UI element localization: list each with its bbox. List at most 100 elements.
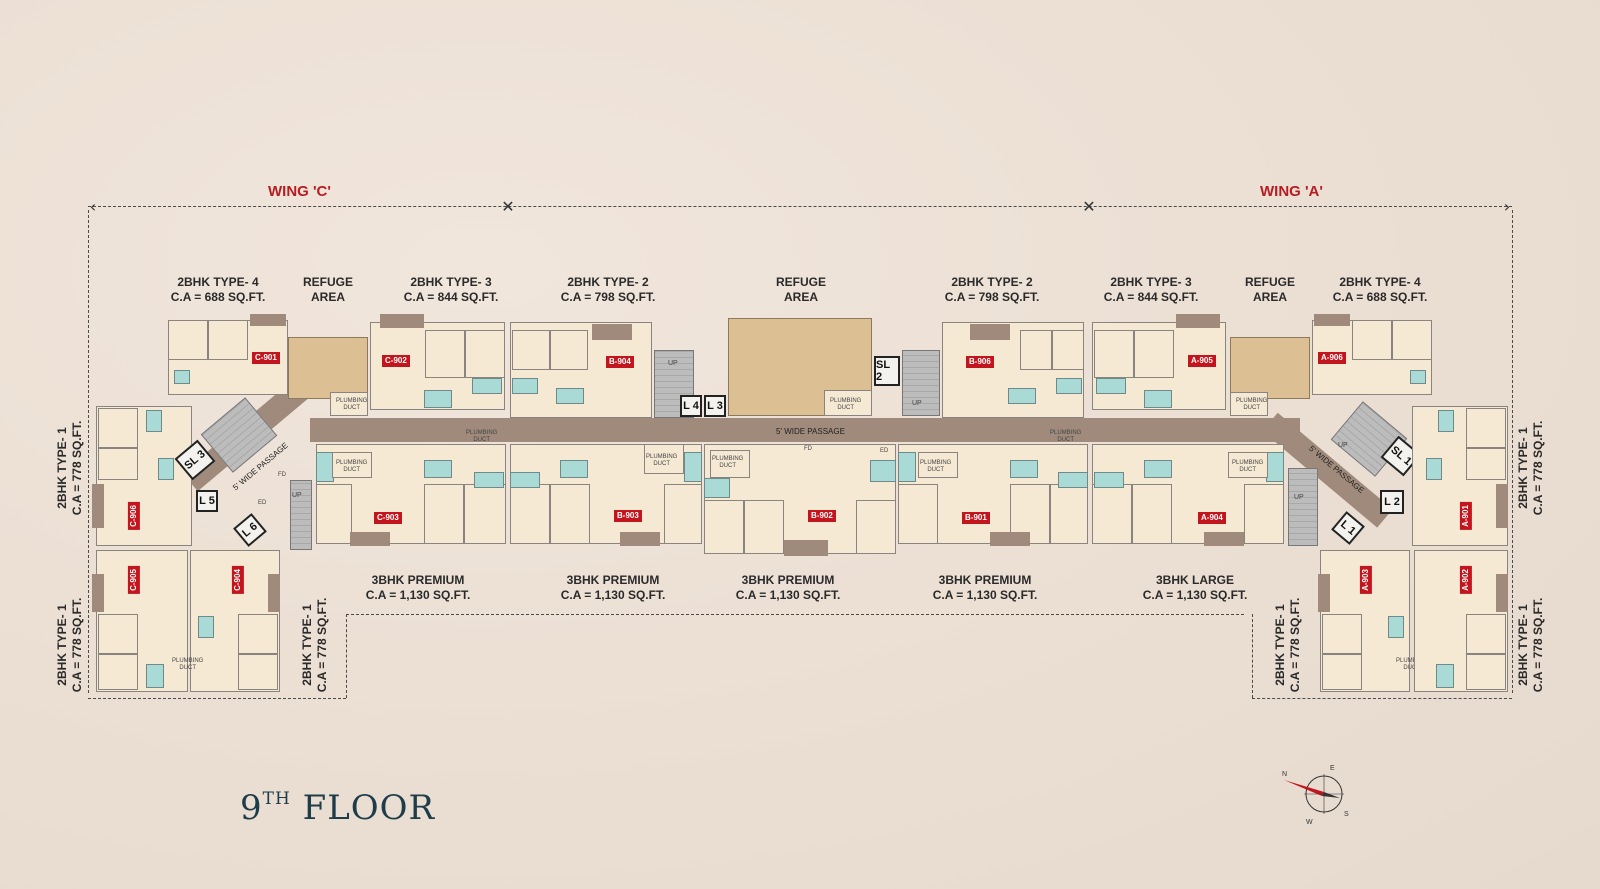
unit-tag-b-903: B-903 bbox=[614, 510, 642, 522]
unit-tag-c-904: C-904 bbox=[231, 566, 244, 594]
passage-label: 5' WIDE PASSAGE bbox=[776, 427, 845, 436]
room bbox=[208, 320, 248, 360]
bathroom bbox=[1426, 458, 1442, 480]
bathroom bbox=[1436, 664, 1454, 688]
plumbing-duct-room bbox=[330, 392, 368, 416]
unit-tag-b-906: B-906 bbox=[966, 356, 994, 368]
bathroom bbox=[704, 478, 730, 498]
bathroom bbox=[198, 616, 214, 638]
lift-l2: L 2 bbox=[1380, 490, 1404, 514]
bathroom bbox=[424, 390, 452, 408]
balcony bbox=[1204, 532, 1244, 546]
inner-right-dimension bbox=[1252, 614, 1253, 698]
unit-tag-a-904: A-904 bbox=[1198, 512, 1226, 524]
unit-tag-c-903: C-903 bbox=[374, 512, 402, 524]
dimension-tick: ✕ bbox=[1082, 197, 1096, 216]
balcony bbox=[1496, 574, 1508, 612]
fd-label: FD bbox=[278, 472, 286, 478]
plumbing-duct-room bbox=[918, 452, 958, 478]
balcony bbox=[1314, 314, 1350, 326]
room bbox=[1020, 330, 1052, 370]
bottom-left-dimension bbox=[88, 698, 346, 699]
bathroom bbox=[560, 460, 588, 478]
stairs-up-label: UP bbox=[1294, 494, 1304, 501]
room bbox=[1134, 330, 1174, 378]
plumbing-duct-room bbox=[644, 444, 684, 474]
room bbox=[898, 484, 938, 544]
staircase-c-lower bbox=[290, 480, 312, 550]
room bbox=[744, 500, 784, 554]
bottom-center-dimension bbox=[346, 614, 1244, 615]
bathroom bbox=[472, 378, 502, 394]
balcony bbox=[990, 532, 1030, 546]
room bbox=[512, 330, 550, 370]
room bbox=[1466, 448, 1506, 480]
dimension-tick: › bbox=[1503, 197, 1511, 216]
unit-tag-a-902: A-902 bbox=[1459, 566, 1472, 594]
room bbox=[1132, 484, 1172, 544]
balcony bbox=[92, 484, 104, 528]
bathroom bbox=[512, 378, 538, 394]
balcony bbox=[268, 574, 280, 612]
left-dimension-line bbox=[88, 210, 89, 693]
unit-tag-c-902: C-902 bbox=[382, 355, 410, 367]
staircase-a-lower bbox=[1288, 468, 1318, 546]
room bbox=[1092, 484, 1132, 544]
unit-tag-c-905: C-905 bbox=[127, 566, 140, 594]
room bbox=[856, 500, 896, 554]
room bbox=[1352, 320, 1392, 360]
stairs-up-label: UP bbox=[1338, 442, 1348, 449]
bathroom bbox=[1096, 378, 1126, 394]
staircase-b-right bbox=[902, 350, 940, 416]
refuge-area-a bbox=[1230, 337, 1310, 399]
room bbox=[1466, 614, 1506, 654]
bathroom bbox=[1058, 472, 1088, 488]
lift-l4: L 4 bbox=[680, 395, 702, 417]
stairs-up-label: UP bbox=[292, 492, 302, 499]
room bbox=[704, 500, 744, 554]
balcony bbox=[592, 324, 632, 340]
bathroom bbox=[1388, 616, 1404, 638]
room bbox=[664, 484, 702, 544]
room bbox=[1322, 614, 1362, 654]
bathroom bbox=[1010, 460, 1038, 478]
wing-a-label: WING 'A' bbox=[1260, 183, 1323, 200]
lift-sl2: SL 2 bbox=[874, 356, 900, 386]
room bbox=[464, 484, 506, 544]
room bbox=[550, 330, 588, 370]
bathroom bbox=[684, 452, 702, 482]
room bbox=[168, 320, 208, 360]
plumbing-duct-room bbox=[1230, 392, 1268, 416]
stairs-up-label: UP bbox=[912, 400, 922, 407]
bathroom bbox=[870, 460, 896, 482]
lift-l1: L 1 bbox=[1331, 511, 1365, 545]
room bbox=[510, 484, 550, 544]
balcony bbox=[250, 314, 286, 326]
room bbox=[98, 408, 138, 448]
room bbox=[98, 654, 138, 690]
bathroom bbox=[424, 460, 452, 478]
central-passage bbox=[310, 418, 970, 442]
unit-tag-c-901: C-901 bbox=[252, 352, 280, 364]
unit-tag-a-903: A-903 bbox=[1359, 566, 1372, 594]
balcony bbox=[1318, 574, 1330, 612]
bathroom bbox=[158, 458, 174, 480]
room bbox=[1052, 330, 1084, 370]
room bbox=[425, 330, 465, 378]
